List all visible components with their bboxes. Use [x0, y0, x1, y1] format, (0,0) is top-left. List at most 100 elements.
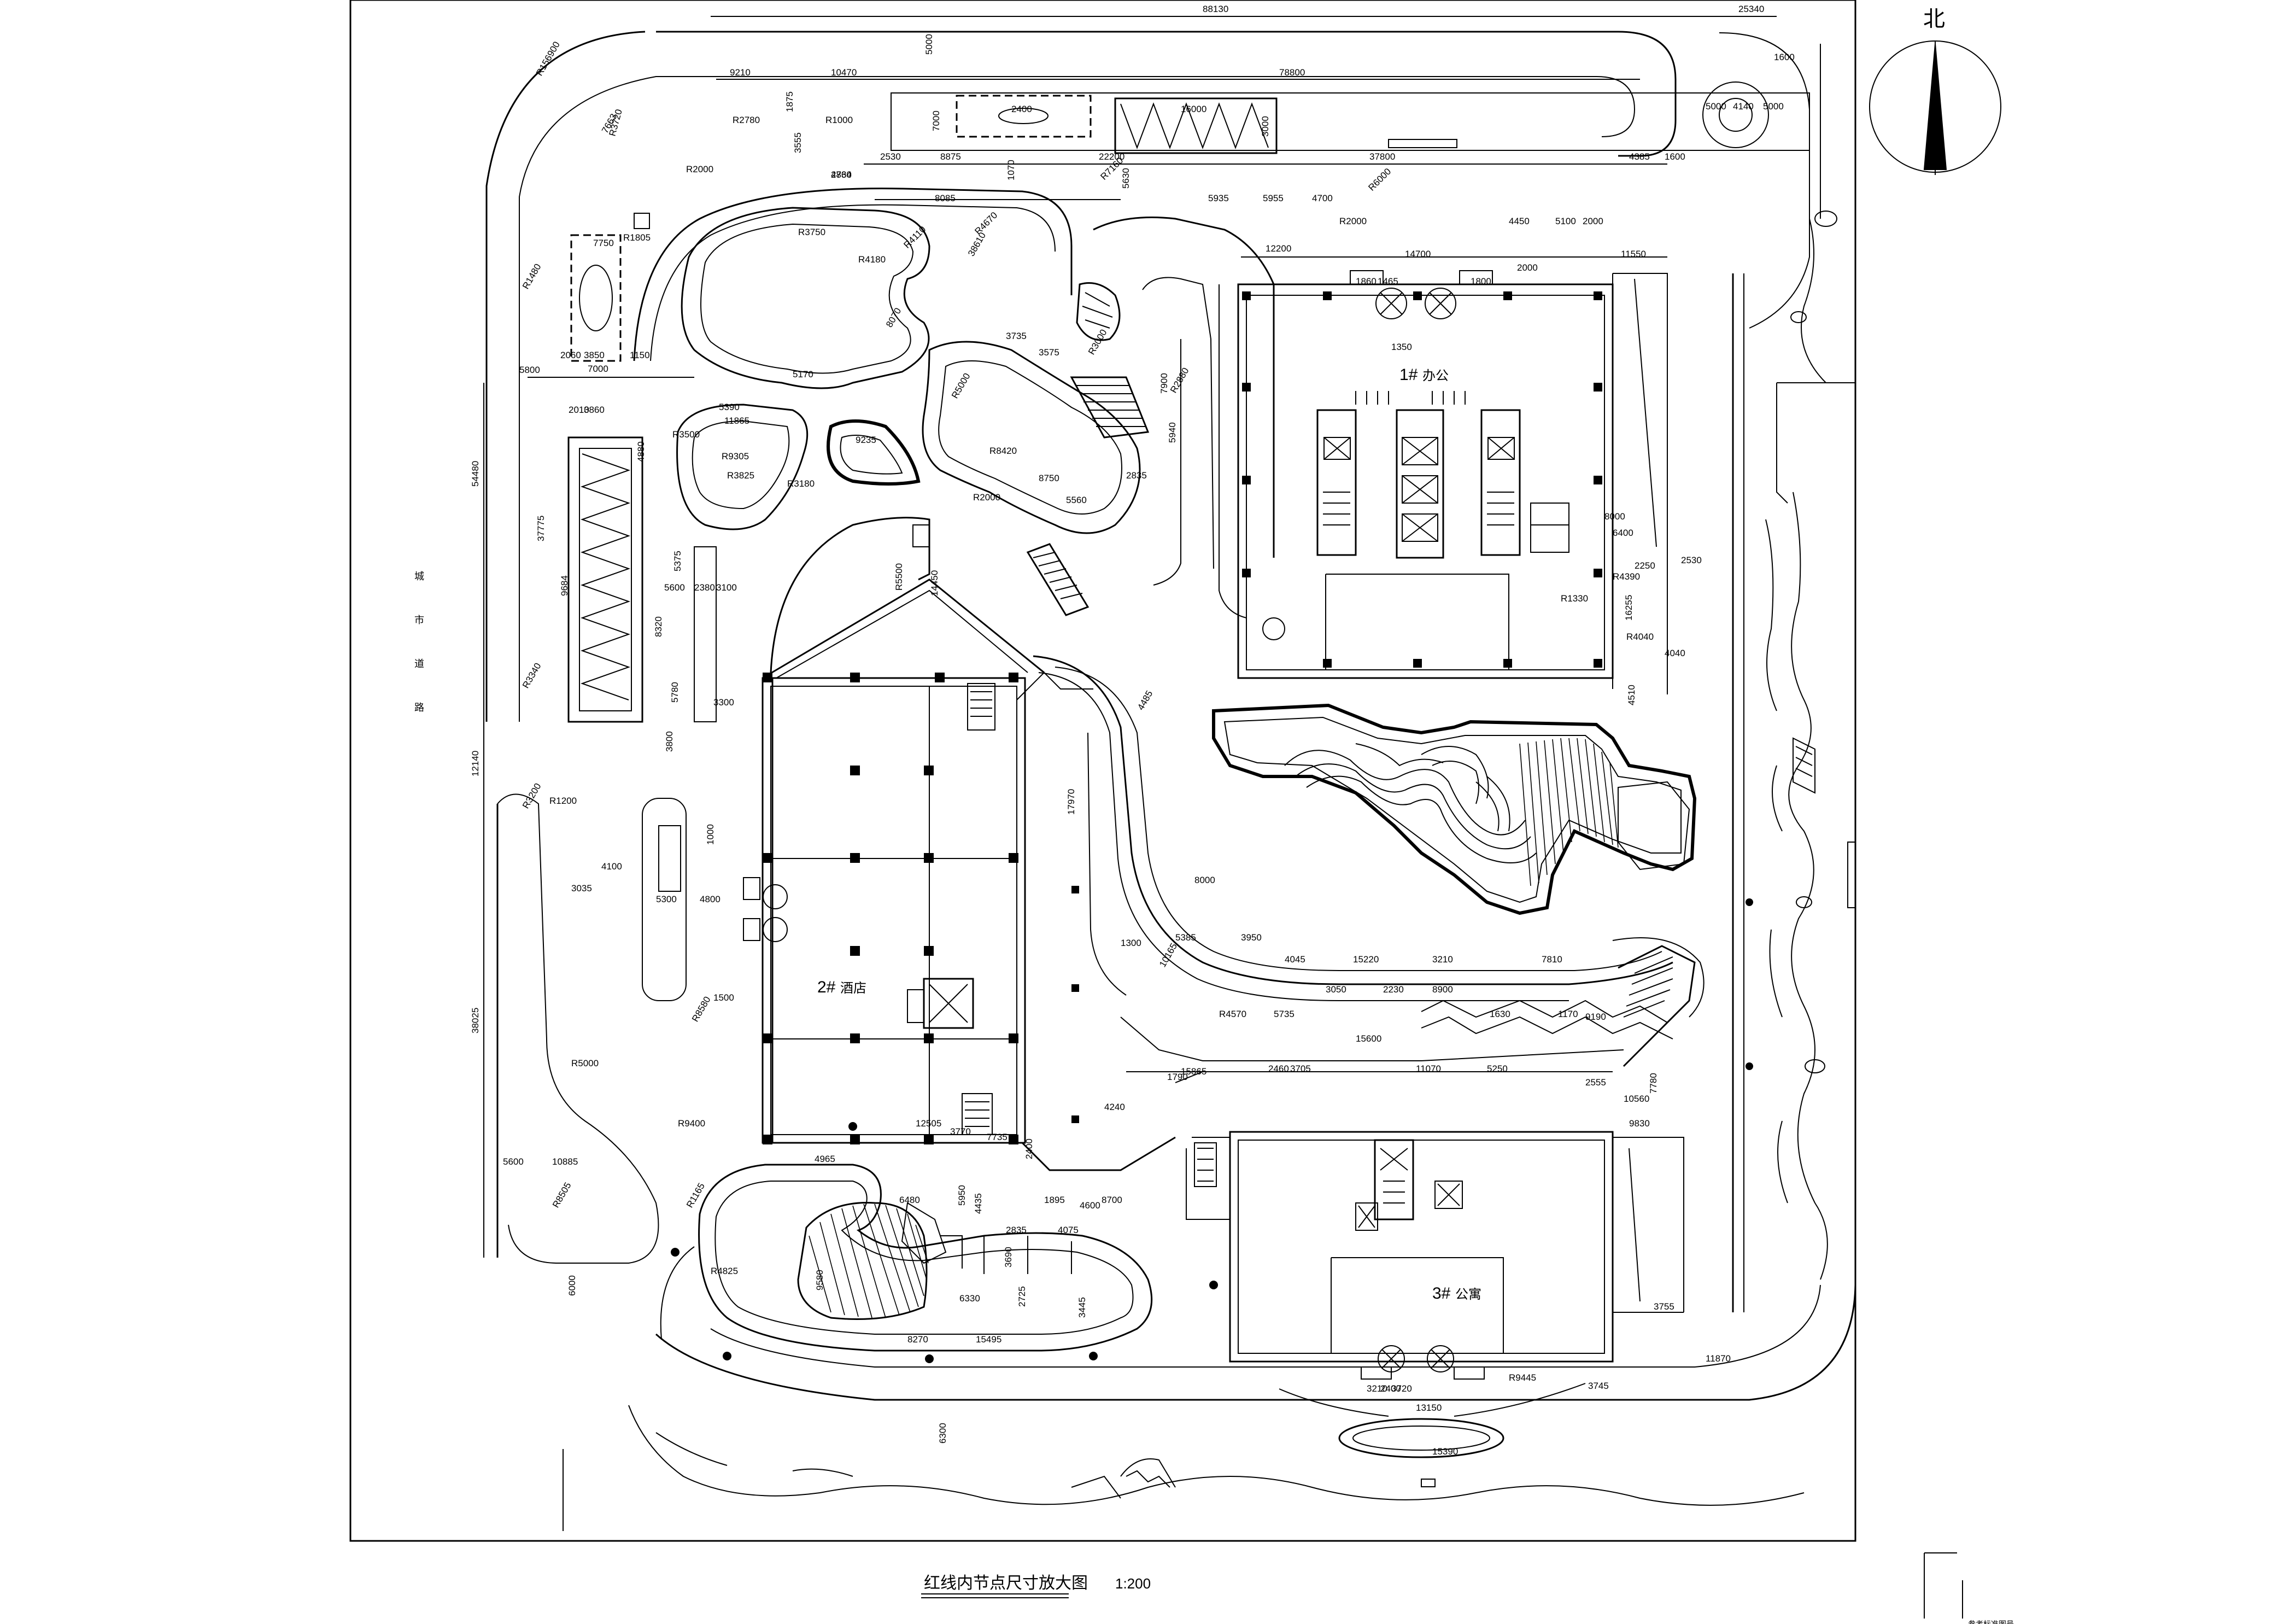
dimension-center-36: 7900 — [1159, 373, 1169, 394]
dimension-center-22: R3180 — [787, 478, 815, 489]
dimension-left-17: 5780 — [670, 682, 680, 703]
dimension-center-10: R4110 — [901, 224, 928, 250]
dimension-left-31: 7750 — [593, 238, 614, 248]
dimension-top-21: 1875 — [784, 91, 795, 112]
dimension-center-66: 2230 — [1383, 984, 1404, 995]
dimension-center-93: 4075 — [1058, 1225, 1079, 1235]
dimension-left-15: 3100 — [716, 582, 737, 593]
dimension-center-8: R6000 — [1366, 166, 1393, 193]
dimension-center-81: 10560 — [1624, 1094, 1649, 1104]
dimension-lines — [483, 16, 1777, 1258]
dimension-left-2: 12140 — [470, 751, 481, 776]
dimension-left-27: 10885 — [552, 1156, 578, 1167]
dimension-left-11: 4880 — [636, 441, 646, 462]
dimension-top-17: 4385 — [1629, 151, 1650, 162]
dimension-center-42: 2000 — [1583, 216, 1603, 226]
dimension-center-112: 11870 — [1706, 1353, 1731, 1364]
top-parking — [891, 92, 1810, 154]
nw-gardens — [633, 188, 1275, 673]
dimension-center-31: R5500 — [894, 563, 904, 591]
dimension-center-76: 5735 — [1274, 1009, 1295, 1019]
dimension-center-88: 2400 — [1024, 1138, 1034, 1159]
dimension-center-111: 3755 — [1654, 1301, 1674, 1312]
dimension-center-109: 3210 — [1367, 1383, 1387, 1394]
dimension-center-46: 2530 — [1681, 555, 1702, 565]
sw-garden — [671, 1122, 1218, 1363]
dimension-center-105: 13150 — [1416, 1403, 1442, 1413]
dimension-top-23: R2780 — [733, 115, 760, 125]
dimension-center-35: 14450 — [929, 570, 940, 596]
dimension-center-7: R2000 — [1339, 216, 1367, 226]
dimension-left-32: R1480 — [520, 262, 543, 291]
dimension-center-41: 5100 — [1555, 216, 1576, 226]
dimension-center-101: 15495 — [976, 1334, 1001, 1345]
dimension-center-62: 3210 — [1432, 954, 1453, 965]
dimension-center-82: 7780 — [1648, 1073, 1659, 1094]
sw-garden-hatch — [809, 1204, 929, 1318]
dimension-left-5: 7000 — [588, 364, 608, 374]
dimension-center-118: 2000 — [1517, 262, 1538, 273]
dimension-left-6: 2060 — [560, 350, 581, 360]
dimension-center-102: 8270 — [907, 1334, 928, 1345]
hotel-number: 2# — [817, 978, 836, 996]
dimension-left-18: 3800 — [664, 731, 675, 752]
dimension-left-26: 5600 — [503, 1156, 524, 1167]
dimension-center-5: 5955 — [1263, 193, 1284, 203]
office-number: 1# — [1399, 366, 1418, 384]
dimension-center-11: R4670 — [973, 210, 999, 237]
dimension-left-14: 2380 — [694, 582, 715, 593]
dimension-left-7: 3850 — [584, 350, 605, 360]
dimension-center-2: 5935 — [1208, 193, 1229, 203]
dimension-top-15: 22200 — [1099, 151, 1124, 162]
hotel-building: 2# 酒店 — [743, 579, 1176, 1171]
dimension-center-53: 4510 — [1626, 685, 1637, 705]
dimension-left-30: 9684 — [559, 575, 570, 596]
dimension-center-20: R9305 — [722, 451, 749, 462]
north-label: 北 — [1923, 7, 1945, 31]
dimension-top-22: R1000 — [825, 115, 853, 125]
dimension-center-114: 1465 — [1378, 276, 1398, 287]
dimension-center-45: 6400 — [1613, 528, 1633, 538]
dimension-center-34: R2000 — [973, 492, 1000, 503]
dimension-center-67: 8900 — [1432, 984, 1453, 995]
dimension-left-9: 2010 — [569, 405, 589, 415]
dimension-top-3: 10470 — [831, 67, 857, 78]
dimension-center-52: 4040 — [1665, 648, 1685, 658]
dimension-center-28: 2835 — [1126, 470, 1147, 481]
dimension-center-87: 7735 — [987, 1132, 1008, 1142]
dimension-top-16: 37800 — [1369, 151, 1395, 162]
east-landscape — [628, 211, 1856, 1506]
dimension-center-56: 4485 — [1135, 689, 1155, 712]
dimension-left-19: 3300 — [713, 697, 734, 708]
dimension-left-3: 38025 — [470, 1008, 481, 1033]
dimension-center-69: 1170 — [1558, 1009, 1578, 1019]
dimension-top-13: 2530 — [880, 151, 901, 162]
apartment-building: 3# 公寓 — [1186, 1131, 1684, 1487]
dimension-center-27: 5560 — [1066, 495, 1087, 505]
dimension-center-29: R5000 — [950, 371, 973, 400]
site-roads — [485, 31, 1856, 1531]
dimension-center-61: 15220 — [1353, 954, 1379, 965]
dimension-center-65: 3050 — [1326, 984, 1346, 995]
dimension-center-0: 4760 — [831, 170, 852, 180]
dimension-center-26: 8750 — [1039, 473, 1059, 483]
dimension-center-43: 11550 — [1621, 249, 1646, 259]
dimension-left-20: 4100 — [601, 861, 622, 872]
dimension-left-33: R3340 — [520, 661, 543, 690]
water-feature-hatch — [1519, 738, 1619, 886]
road-label-char-2: 市 — [414, 615, 424, 626]
dimension-center-21: R3825 — [727, 470, 754, 481]
dimension-center-54: 17970 — [1066, 789, 1076, 815]
dimension-top-2: 9210 — [730, 67, 751, 78]
dimension-center-83: 9830 — [1629, 1118, 1650, 1129]
dimension-center-6: 4700 — [1312, 193, 1333, 203]
dimension-top-8: 16000 — [1181, 104, 1206, 114]
dimension-left-8: 1150 — [630, 350, 650, 360]
left-parking — [567, 213, 717, 1001]
dimension-center-15: 8070 — [884, 306, 903, 329]
dimension-center-48: 16255 — [1624, 595, 1634, 621]
dimension-center-12: R3750 — [798, 227, 825, 237]
dimension-center-25: 9235 — [856, 435, 876, 445]
dimension-center-44: 8000 — [1604, 511, 1625, 522]
dimension-center-97: 3690 — [1003, 1247, 1014, 1267]
